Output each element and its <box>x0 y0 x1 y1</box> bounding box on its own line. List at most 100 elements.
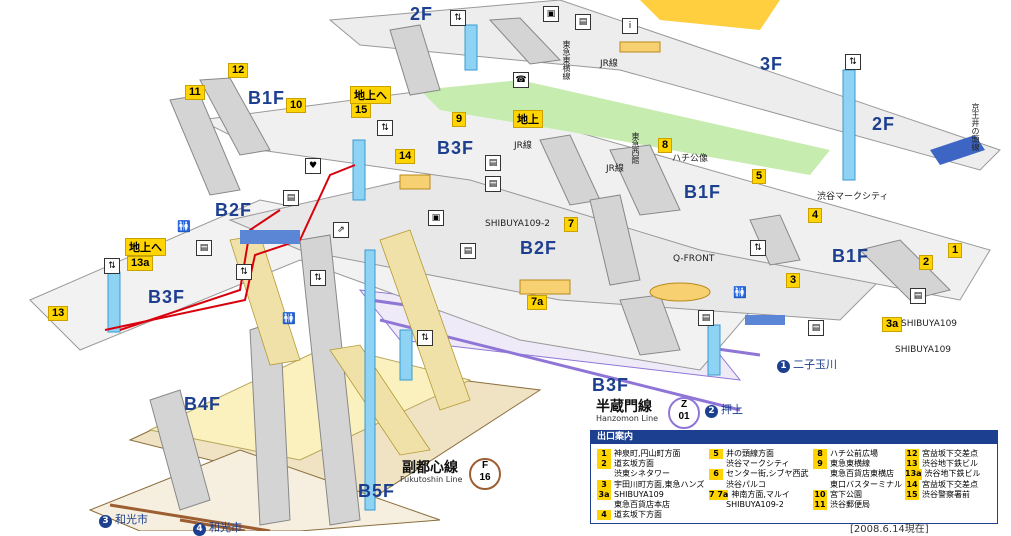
hachiko-label: ハチ公像 <box>672 154 709 164</box>
elevators <box>107 24 856 511</box>
legend-exit-text: 渋谷地下鉄ビル <box>922 459 978 469</box>
floor-label-b1f-left: B1F <box>248 88 286 108</box>
direction-2-text: 押上 <box>721 403 743 416</box>
exit-8-tag[interactable]: 8 <box>658 138 673 153</box>
bus-icon: ▣ <box>543 6 559 22</box>
exit-15-tag[interactable]: 15 <box>351 103 372 118</box>
ground-green-path <box>420 80 830 175</box>
fukutoshin-line-sub: Fukutoshin Line <box>400 475 463 484</box>
legend-row: SHIBUYA109-2 <box>709 500 809 510</box>
hanzomon-line-name: 半蔵門線 <box>596 399 652 415</box>
stairs <box>149 17 951 526</box>
keio-label: 京王井の頭線 <box>971 103 980 151</box>
fukutoshin-rail-1 <box>109 503 271 531</box>
fukutoshin-line-name: 副都心線 <box>402 460 458 476</box>
elevator-icon: ⇅ <box>377 120 393 136</box>
legend-exit-text: 東急百貨店東横店 <box>830 469 894 479</box>
tokyu-toyoko-label: 東急東横線 <box>562 40 571 80</box>
legend-exit-number: 7 7a <box>709 489 729 501</box>
legend-exit-number: 14 <box>905 479 919 490</box>
mark-city-label: 渋谷マークシティ <box>817 192 889 202</box>
elevator-icon: ⇅ <box>450 10 466 26</box>
legend-title: 出口案内 <box>591 431 997 444</box>
legend-exit-number: 1 <box>597 449 611 460</box>
legend-row: 渋谷パルコ <box>709 480 809 490</box>
exit-9-tag[interactable]: 9 <box>452 112 467 127</box>
legend-exit-text: 宮益坂下交差点 <box>922 449 978 458</box>
direction-1-number: 1 <box>777 360 790 373</box>
legend-exit-text: 渋谷パルコ <box>726 479 766 489</box>
exit-1-tag[interactable]: 1 <box>948 243 963 258</box>
legend-exit-text: SHIBUYA109 <box>614 489 664 499</box>
b2f-gate <box>240 230 300 244</box>
legend-exit-number: 4 <box>597 510 611 521</box>
exit-3a-tag[interactable]: 3a <box>882 317 903 332</box>
b3f-gate <box>745 315 785 325</box>
exit-4-tag[interactable]: 4 <box>808 208 823 223</box>
legend-exit-text: 道玄坂方面 <box>614 459 654 469</box>
exit-7a-tag[interactable]: 7a <box>527 295 548 310</box>
exit-12-tag[interactable]: 12 <box>228 63 249 78</box>
exit-5-tag[interactable]: 5 <box>752 169 767 184</box>
legend-exit-text: 東急百貨店本店 <box>614 500 670 510</box>
exit-7-tag[interactable]: 7 <box>564 217 579 232</box>
legend-row: 東口バスターミナル <box>813 480 902 490</box>
legend-row: 渋谷マークシティ <box>709 459 809 469</box>
exit-13-tag[interactable]: 13 <box>48 306 69 321</box>
exit-10-tag[interactable]: 10 <box>286 98 307 113</box>
fukutoshin-code-letter: F <box>481 460 489 471</box>
ticket-icon: ▤ <box>485 155 501 171</box>
upper-2f <box>328 0 1001 171</box>
legend-exit-text: 渋谷郵便局 <box>830 500 870 510</box>
to-ground-13a: 地上へ <box>125 238 166 256</box>
floor-label-b2f-left: B2F <box>215 200 253 220</box>
elevator-icon: ⇅ <box>417 330 433 346</box>
legend-exit-number: 10 <box>813 489 827 501</box>
legend-exit-text: 宮益坂下交差点 <box>922 479 978 489</box>
legend-exit-number: 13 <box>905 459 919 470</box>
shibuya109-label-a: SHIBUYA109 <box>901 319 958 329</box>
direction-4-number: 4 <box>193 523 206 536</box>
elevator-icon: ⇅ <box>310 270 326 286</box>
bus-icon: ▣ <box>428 210 444 226</box>
legend-exit-number: 8 <box>813 449 827 460</box>
phone-icon: ☎ <box>513 72 529 88</box>
legend-exit-number: 15 <box>905 489 919 501</box>
ticket-icon: ▤ <box>196 240 212 256</box>
exit-2-tag[interactable]: 2 <box>919 255 934 270</box>
hanzomon-code-number: 01 <box>678 411 690 422</box>
legend-exit-text: ハチ公前広場 <box>830 449 878 458</box>
legend-exit-text: 渋谷マークシティ <box>726 459 790 469</box>
floor-label-b5f: B5F <box>358 481 396 501</box>
exit-11-tag[interactable]: 11 <box>185 85 205 100</box>
ticket-icon: ▤ <box>698 310 714 326</box>
exit-14-tag[interactable]: 14 <box>395 149 416 164</box>
legend-row: 渋東シネタワー <box>597 469 704 479</box>
floor-label-b4f: B4F <box>184 394 222 414</box>
legend-exit-text: 宮下公園 <box>830 489 862 499</box>
shibuya109-2-label: SHIBUYA109-2 <box>485 219 551 229</box>
facility-blocks <box>399 41 711 302</box>
exit-13a-tag[interactable]: 13a <box>127 256 154 271</box>
exit-3-tag[interactable]: 3 <box>786 273 801 288</box>
legend-exit-number: 9 <box>813 459 827 470</box>
ticket-icon: ▤ <box>575 14 591 30</box>
jr-line-label-top: JR線 <box>600 59 618 69</box>
